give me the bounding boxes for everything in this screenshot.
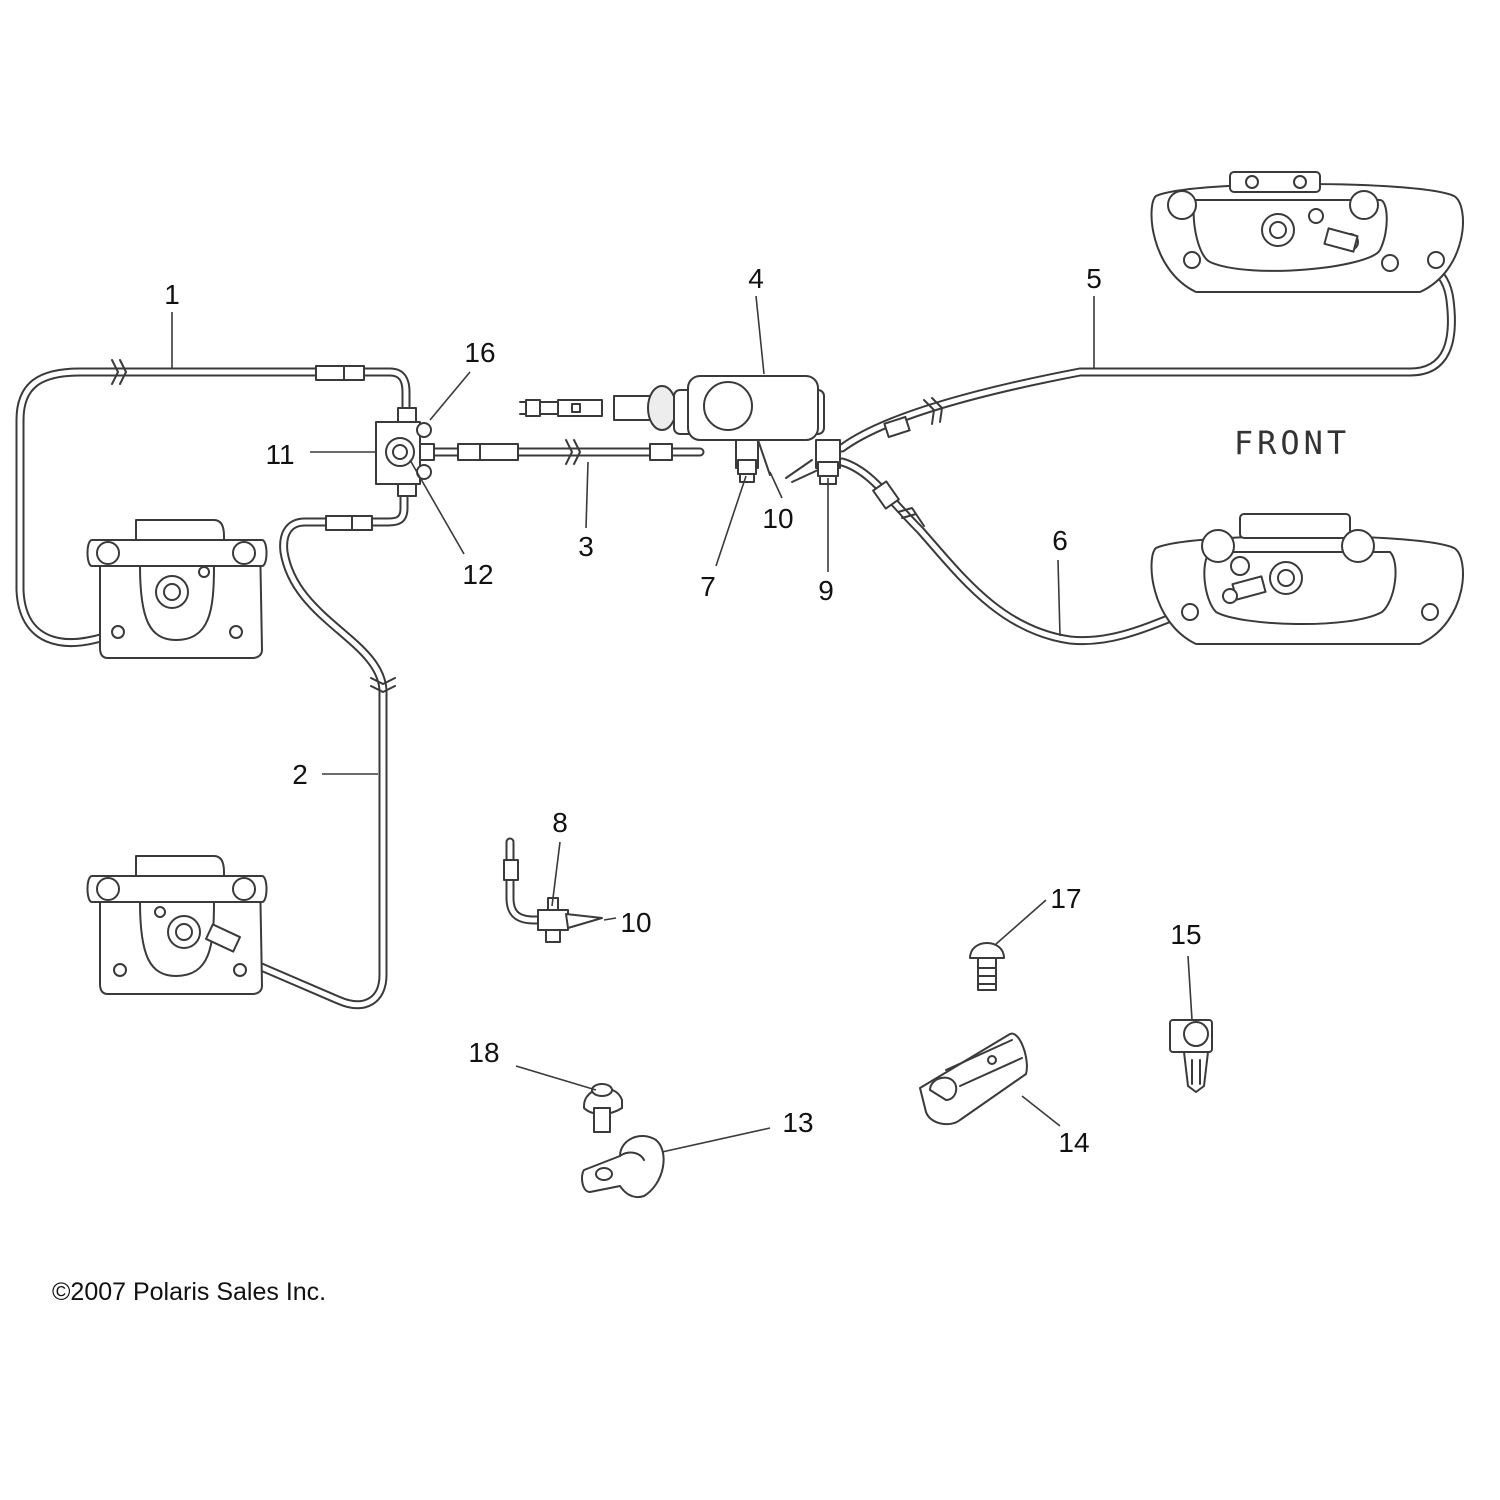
callout-6: 6	[1052, 525, 1068, 556]
brake-line-3	[427, 439, 705, 465]
distribution-block	[375, 407, 435, 497]
callout-9: 9	[818, 575, 834, 606]
callout-15: 15	[1170, 919, 1201, 950]
screw-17	[969, 942, 1005, 991]
callout-3: 3	[578, 531, 594, 562]
bracket-14	[919, 1032, 1028, 1126]
banjo-bolt-7	[737, 459, 757, 483]
callout-labels: 1 2 3 4 5 6 7 8 9 10 10 11 12 13 14 15 1…	[164, 263, 1201, 1158]
callout-2: 2	[292, 759, 308, 790]
copyright-notice: ©2007 Polaris Sales Inc.	[52, 1278, 327, 1306]
callout-11: 11	[265, 439, 294, 470]
bleeder-screw-16	[416, 422, 432, 438]
callout-7: 7	[700, 571, 716, 602]
brake-line-6	[837, 457, 1235, 646]
caliper-rear-lower	[86, 855, 268, 995]
callout-4: 4	[748, 263, 764, 294]
callout-17: 17	[1050, 883, 1081, 914]
callout-10-upper: 10	[762, 503, 793, 534]
callout-12: 12	[462, 559, 493, 590]
brake-line-2	[240, 475, 409, 1010]
callout-14: 14	[1058, 1127, 1089, 1158]
callout-13: 13	[782, 1107, 813, 1138]
flange-bolt-18	[583, 1083, 623, 1133]
callout-1: 1	[164, 279, 180, 310]
callout-16: 16	[464, 337, 495, 368]
callout-8: 8	[552, 807, 568, 838]
callout-5: 5	[1086, 263, 1102, 294]
caliper-rear-upper	[86, 519, 268, 659]
front-label: FRONT	[1234, 424, 1350, 462]
callout-18: 18	[468, 1037, 499, 1068]
caliper-front-lower	[1150, 513, 1464, 645]
brake-line-1	[15, 359, 411, 648]
clip-15	[1169, 1019, 1213, 1093]
caliper-front-upper	[1150, 171, 1464, 293]
leader-lines	[171, 295, 1193, 1153]
clamp-13	[581, 1135, 665, 1198]
crush-washers-10	[785, 459, 819, 483]
callout-10-lower: 10	[620, 907, 651, 938]
